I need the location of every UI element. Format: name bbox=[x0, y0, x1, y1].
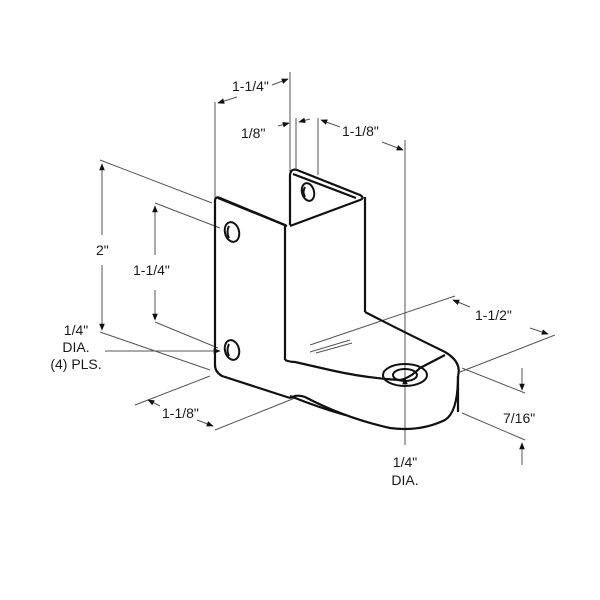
dim-mount-hole-dia-value: 1/4" bbox=[63, 322, 89, 338]
dim-overall-height: 2" bbox=[96, 242, 109, 258]
mount-hole-lower-left bbox=[223, 339, 241, 361]
dim-top-right-width: 1-1/8" bbox=[342, 123, 379, 139]
pivot-hole-inner bbox=[392, 368, 418, 382]
dim-mount-hole-count: (4) PLS. bbox=[50, 356, 102, 372]
dim-pivot-dia-value: 1/4" bbox=[392, 454, 418, 470]
dim-mount-hole-dia-label: DIA. bbox=[62, 339, 90, 355]
dim-base-depth: 1-1/8" bbox=[162, 405, 199, 421]
dim-foot-length: 1-1/2" bbox=[475, 307, 512, 323]
dim-thickness: 1/8" bbox=[241, 125, 266, 141]
mount-hole-upper-left bbox=[223, 221, 241, 243]
dim-pivot-dia-label: DIA. bbox=[391, 472, 419, 488]
mount-hole-right bbox=[300, 182, 316, 202]
dim-foot-height: 7/16" bbox=[503, 410, 536, 426]
pivot-hole-outer bbox=[382, 363, 428, 387]
dim-hole-spacing: 1-1/4" bbox=[133, 262, 170, 278]
dim-top-left-width: 1-1/4" bbox=[232, 78, 269, 94]
